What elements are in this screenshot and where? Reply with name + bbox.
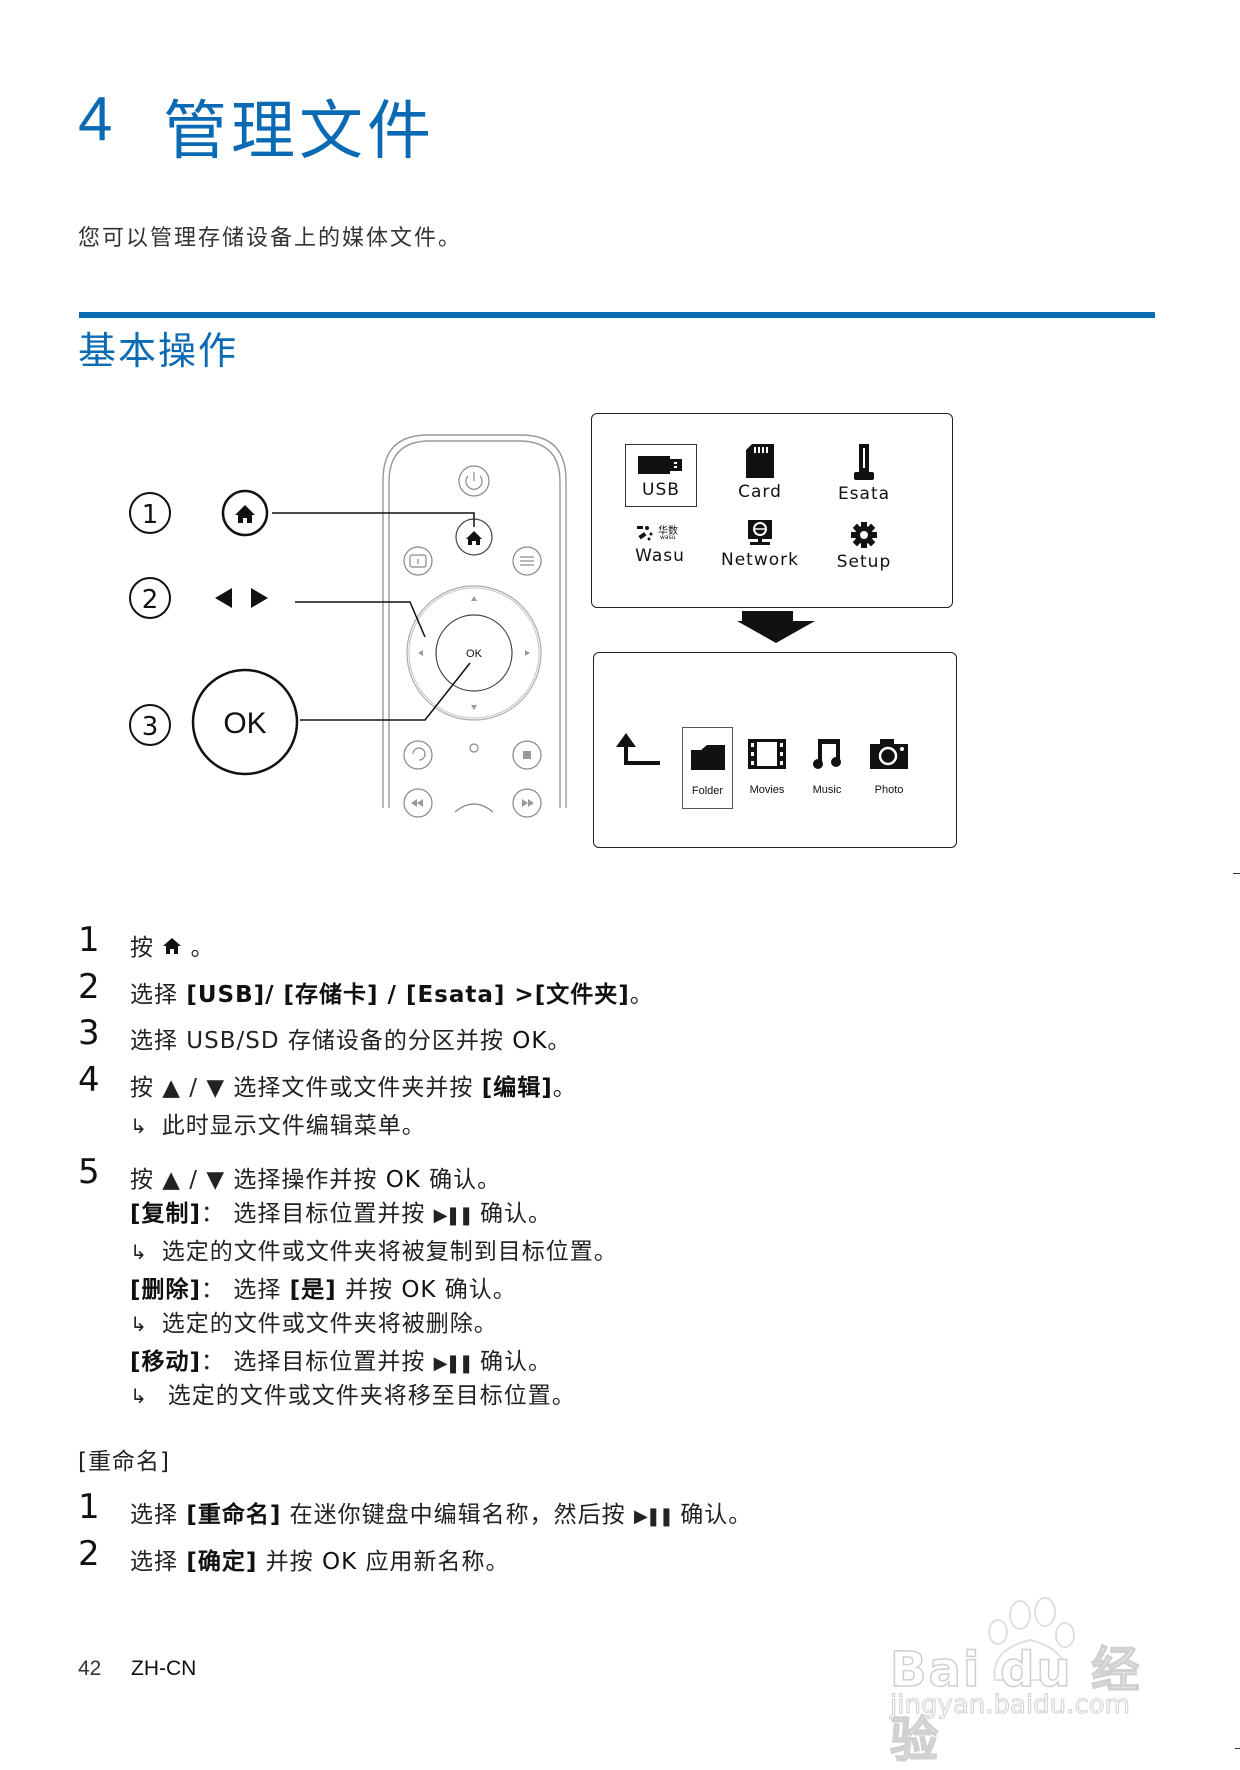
result-arrow-icon: ↳: [130, 1312, 148, 1336]
media-item-folder[interactable]: Folder: [682, 727, 733, 809]
operation-move-result: ↳选定的文件或文件夹将移至目标位置。: [130, 1383, 576, 1409]
home-item-setup[interactable]: Setup: [829, 522, 899, 572]
callout-1: [129, 492, 171, 534]
step-number: 1: [78, 1487, 100, 1527]
film-icon: [748, 739, 786, 769]
media-item-label: Movies: [749, 784, 785, 796]
left-right-arrows-icon: [215, 588, 268, 608]
page-number: 42: [78, 1657, 102, 1680]
callout-1-label: 1: [142, 500, 159, 530]
crop-mark: [1233, 873, 1240, 874]
callout-2-label: 2: [142, 585, 159, 615]
power-button: [458, 465, 490, 497]
step-number: 2: [78, 967, 100, 1007]
result-arrow-icon: ↳: [130, 1384, 148, 1408]
operation-delete: [删除]： 选择 [是] 并按 OK 确认。: [130, 1277, 517, 1303]
rename-heading: [重命名]: [78, 1449, 170, 1475]
home-item-label: Card: [738, 482, 782, 502]
center-dot: [469, 743, 479, 753]
intro-text: 您可以管理存储设备上的媒体文件。: [78, 226, 463, 251]
home-item-network[interactable]: Network: [715, 520, 805, 570]
result-arrow-icon: ↳: [130, 1114, 148, 1138]
home-item-label: Esata: [837, 484, 891, 504]
home-item-wasu[interactable]: 华数 wasu Wasu: [625, 522, 695, 566]
home-menu-panel: USB Card Esata 华数 wasu Wasu N: [591, 413, 953, 608]
callout-2: [129, 577, 171, 619]
fast-forward-button: [512, 788, 542, 818]
music-note-icon: [813, 739, 841, 769]
media-item-movies[interactable]: Movies: [742, 727, 792, 796]
ok-button-icon: OK: [191, 668, 299, 776]
media-item-music[interactable]: Music: [802, 727, 852, 796]
section-title: 基本操作: [78, 329, 239, 373]
home-item-esata[interactable]: Esata: [829, 444, 899, 504]
media-item-label: Folder: [691, 785, 724, 797]
ok-key: [435, 614, 513, 692]
step-number: 2: [78, 1534, 100, 1574]
menu-button: [512, 546, 542, 576]
chapter-number: 4: [78, 85, 113, 154]
operation-move: [移动]： 选择目标位置并按 ▶❚❚ 确认。: [130, 1349, 552, 1375]
operation-copy: [复制]： 选择目标位置并按 ▶❚❚ 确认。: [130, 1201, 552, 1227]
step-number: 5: [78, 1152, 100, 1192]
step-4-result: ↳此时显示文件编辑菜单。: [130, 1113, 426, 1139]
language-code: ZH-CN: [131, 1657, 197, 1680]
baidu-watermark: Bai du 经验 jingyan.baidu.com: [880, 1570, 1180, 1769]
media-menu-panel: Folder Movies Music Photo: [593, 652, 957, 848]
play-pause-icon: ▶❚❚: [433, 1205, 474, 1226]
play-pause-icon: ▶❚❚: [633, 1506, 674, 1527]
home-item-label: Network: [721, 550, 799, 570]
home-item-usb[interactable]: USB: [625, 444, 697, 507]
back-button: [403, 740, 433, 770]
media-item-label: Photo: [874, 784, 904, 796]
gear-icon: [851, 522, 877, 548]
wasu-icon: 华数 wasu: [625, 522, 695, 546]
result-arrow-icon: ↳: [130, 1240, 148, 1264]
step-number: 4: [78, 1060, 100, 1100]
transition-arrow-icon: [737, 611, 815, 643]
rewind-button: [403, 788, 433, 818]
home-item-label: Wasu: [635, 546, 685, 566]
baidu-paw-icon: [988, 1597, 1075, 1681]
play-pause-icon: ▶❚❚: [433, 1353, 474, 1374]
operation-copy-result: ↳选定的文件或文件夹将被复制到目标位置。: [130, 1239, 618, 1265]
home-item-label: USB: [642, 480, 680, 500]
network-icon: [748, 520, 772, 545]
home-icon: [163, 938, 182, 954]
chapter-title: 管理文件: [163, 95, 435, 169]
svg-text:OK: OK: [223, 707, 266, 740]
media-item-label: Music: [812, 784, 842, 796]
back-button[interactable]: [614, 733, 664, 772]
home-item-card[interactable]: Card: [725, 444, 795, 502]
dpad: [406, 585, 542, 721]
operation-delete-result: ↳选定的文件或文件夹将被删除。: [130, 1311, 498, 1337]
remote-diagram: 1 2 3 OK: [129, 434, 815, 818]
remote-ok-label: OK: [466, 648, 483, 660]
folder-icon: [690, 745, 725, 770]
back-arrow-icon: [616, 733, 660, 765]
crop-mark: [1235, 1748, 1240, 1749]
remote-control: [382, 434, 567, 808]
section-divider: [79, 312, 1155, 318]
sd-card-icon: [746, 444, 774, 478]
home-item-label: Setup: [836, 552, 892, 572]
callout-3: [129, 704, 171, 746]
camera-icon: [870, 739, 908, 769]
usb-icon: [638, 456, 682, 474]
media-item-photo[interactable]: Photo: [859, 727, 919, 796]
home-icon: [221, 489, 269, 537]
step-number: 1: [78, 920, 100, 960]
callout-3-label: 3: [142, 712, 159, 742]
step-number: 3: [78, 1013, 100, 1053]
info-button: [403, 546, 433, 576]
stop-button: [512, 740, 542, 770]
esata-icon: [854, 444, 874, 480]
